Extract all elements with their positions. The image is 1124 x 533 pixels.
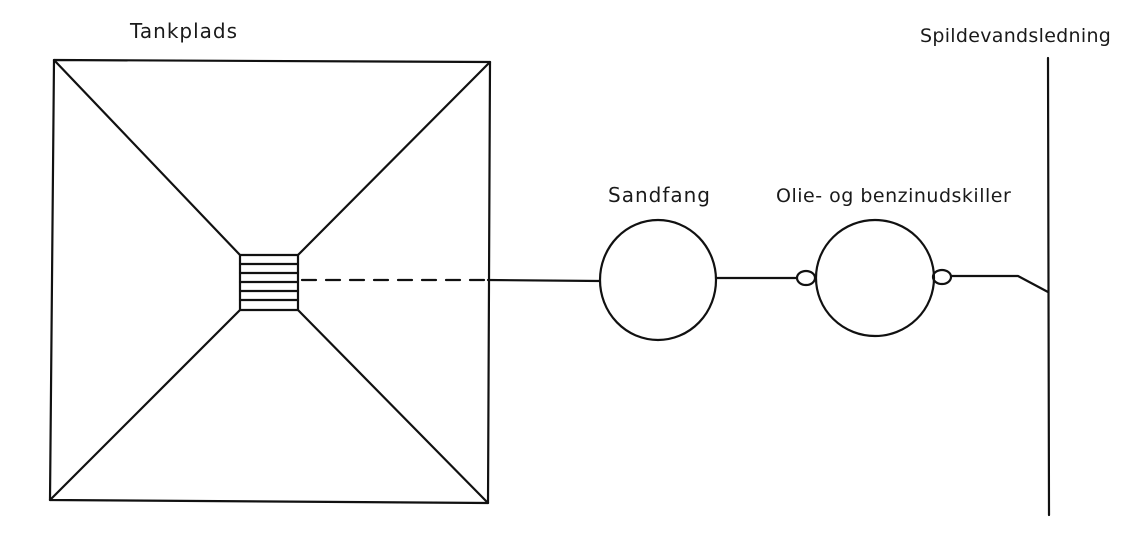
tank-area xyxy=(48,58,492,505)
tank-area-diagonal-bl xyxy=(48,308,242,502)
separator-inlet xyxy=(795,269,817,287)
sewer-label: Spildevandsledning xyxy=(920,25,1111,47)
sand-trap xyxy=(598,218,718,342)
tank-area-label: Tankplads xyxy=(129,19,238,43)
separator-outlet xyxy=(931,268,953,286)
tank-area-diagonal-br xyxy=(296,308,490,505)
tank-area-diagonal-tl xyxy=(52,58,242,257)
drain-grate xyxy=(238,253,300,312)
sewer-line xyxy=(1046,56,1051,517)
tank-area-diagonal-tr xyxy=(296,60,492,257)
sand-trap-label: Sandfang xyxy=(608,183,711,207)
separator-label: Olie- og benzinudskiller xyxy=(776,185,1011,207)
pipe-to-sewer xyxy=(949,274,1050,294)
pipe-to-sand-trap xyxy=(486,278,602,283)
oil-separator xyxy=(814,218,936,338)
